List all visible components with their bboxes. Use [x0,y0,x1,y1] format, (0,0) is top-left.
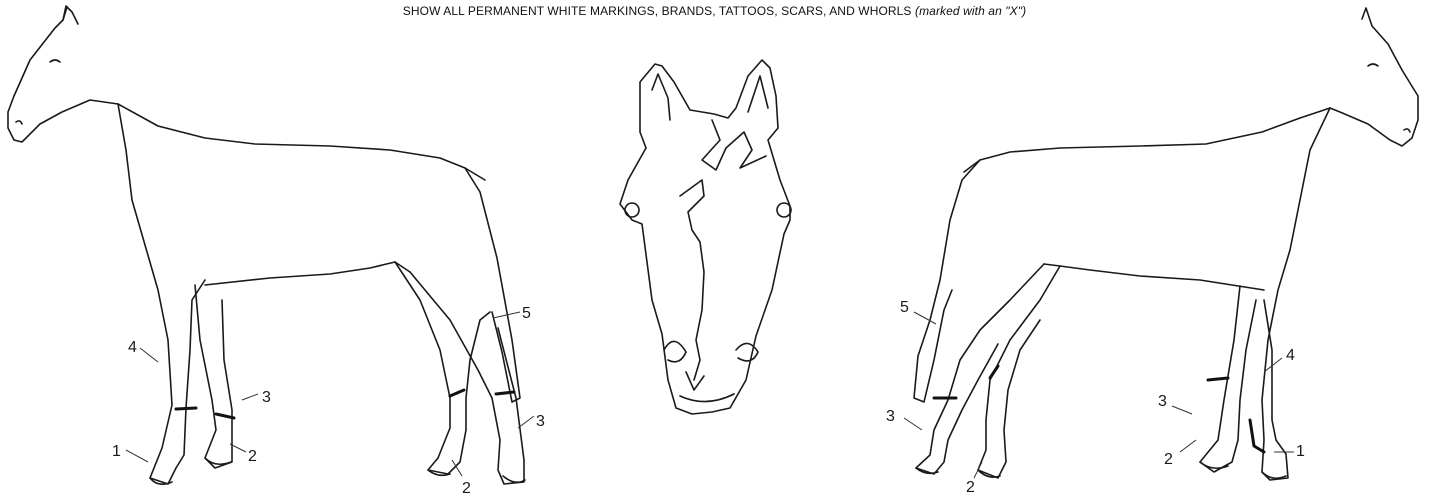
left-label-2-hind: 2 [462,480,471,497]
left-label-4: 4 [128,339,137,356]
left-label-2-front: 2 [248,448,257,465]
right-label-1: 1 [1296,443,1305,460]
left-label-5: 5 [522,305,531,322]
left-label-3-hind: 3 [536,413,545,430]
horse-head-front-view [620,60,791,414]
right-label-3-front: 3 [1158,393,1167,410]
right-label-2-front: 2 [1164,451,1173,468]
horse-left-side-view: 4 3 1 2 5 2 3 [8,6,545,497]
horse-right-side-view: 5 4 3 3 2 2 1 [886,8,1418,496]
right-label-3-hind: 3 [886,408,895,425]
right-label-4: 4 [1286,347,1295,364]
left-label-1: 1 [112,443,121,460]
right-label-2-hind: 2 [966,479,975,496]
left-label-3-front: 3 [262,389,271,406]
right-label-5: 5 [900,299,909,316]
